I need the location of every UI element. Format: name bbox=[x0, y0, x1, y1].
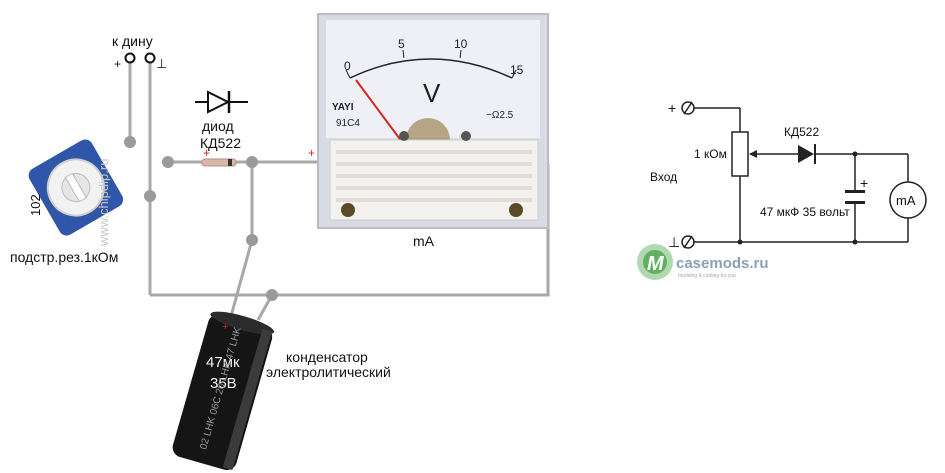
meter-scale-10: 10 bbox=[454, 37, 468, 51]
schematic-node-top bbox=[852, 151, 858, 157]
logo-letter: M bbox=[647, 253, 665, 275]
meter-brand: YAYI bbox=[332, 102, 354, 113]
ground-terminal bbox=[144, 52, 156, 64]
schematic-diode bbox=[798, 144, 816, 164]
schematic-capacitor bbox=[845, 190, 865, 204]
input-label: Вход bbox=[650, 170, 677, 184]
resistor-label: 1 кОм bbox=[694, 147, 727, 161]
schematic-node-bottom bbox=[852, 239, 858, 245]
node-ground bbox=[144, 190, 156, 202]
trimmer-code: 102 bbox=[28, 194, 43, 216]
schematic-ground-label: ⊥ bbox=[668, 234, 680, 250]
potentiometer-symbol bbox=[731, 131, 749, 177]
node-cap-minus bbox=[266, 289, 278, 301]
schematic-cap-label: 47 мкФ 35 вольт bbox=[760, 205, 850, 219]
schematic-plus-terminal bbox=[681, 101, 695, 115]
meter-scale-15: 15 bbox=[510, 63, 524, 77]
node-diode-out bbox=[246, 156, 258, 168]
ground-sign: ⊥ bbox=[156, 56, 167, 71]
cap-label-1: конденсатор bbox=[286, 349, 368, 365]
left-wiring-diagram: к дину + ⊥ 102 подстр.рез.1кОм www.chipd… bbox=[10, 13, 550, 471]
terminal-label: к дину bbox=[112, 33, 153, 49]
node-wiper bbox=[162, 156, 174, 168]
analog-meter: 0 5 10 15 V YAYI 91C4 −Ω2.5 bbox=[317, 13, 549, 229]
diode-component bbox=[201, 158, 237, 167]
watermark: www.chipdip.ru bbox=[96, 159, 111, 247]
plus-terminal bbox=[124, 52, 136, 64]
meter-scale-5: 5 bbox=[398, 37, 405, 51]
meter-class: −Ω2.5 bbox=[486, 110, 514, 121]
trimmer-resistor: 102 подстр.рез.1кОм bbox=[10, 139, 124, 265]
diode-label-2: КД522 bbox=[200, 135, 241, 151]
logo-tagline: modding & cooling for you bbox=[678, 273, 736, 279]
casemods-logo: M casemods.ru modding & cooling for you bbox=[637, 244, 769, 280]
junction-nodes bbox=[124, 136, 278, 301]
electrolytic-capacitor: 47мк 35В 02 LHK 06C 20 LHK 47 LHK + bbox=[172, 311, 275, 471]
trimmer-label: подстр.рез.1кОм bbox=[10, 249, 118, 265]
schematic-diode-label: КД522 bbox=[784, 125, 819, 139]
meter-model: 91C4 bbox=[336, 118, 360, 129]
diode-label-1: диод bbox=[202, 118, 234, 134]
node-plus bbox=[124, 136, 136, 148]
schematic-meter bbox=[889, 181, 927, 219]
schematic-node-bottom-left bbox=[737, 239, 743, 245]
cap-plus-mark: + bbox=[222, 321, 228, 333]
meter-scale-0: 0 bbox=[344, 59, 351, 73]
schematic-ground-terminal bbox=[681, 235, 695, 249]
schematic-cap-plus: + bbox=[860, 175, 868, 191]
cap-value-1: 47мк bbox=[206, 354, 240, 371]
wiper-arrow bbox=[749, 150, 757, 158]
cap-value-2: 35В bbox=[210, 375, 237, 392]
meter-needle bbox=[355, 79, 409, 151]
meter-label: mA bbox=[413, 233, 435, 249]
right-schematic: + ⊥ Вход 1 кОм КД522 + 47 мкФ 35 вольт m bbox=[637, 100, 927, 280]
node-cap-plus bbox=[246, 234, 258, 246]
wire-cap-lead-1 bbox=[228, 239, 254, 321]
plus-sign: + bbox=[114, 57, 121, 71]
logo-text: casemods.ru bbox=[676, 255, 769, 272]
meter-polarity-plus: + bbox=[308, 146, 315, 160]
schematic-plus-label: + bbox=[668, 100, 676, 116]
diode-polarity-plus: + bbox=[203, 146, 210, 160]
cap-label-2: электролитический bbox=[266, 364, 391, 380]
diode-symbol bbox=[195, 90, 248, 114]
meter-unit: V bbox=[423, 78, 441, 108]
schematic-meter-symbol: mA bbox=[896, 193, 916, 208]
